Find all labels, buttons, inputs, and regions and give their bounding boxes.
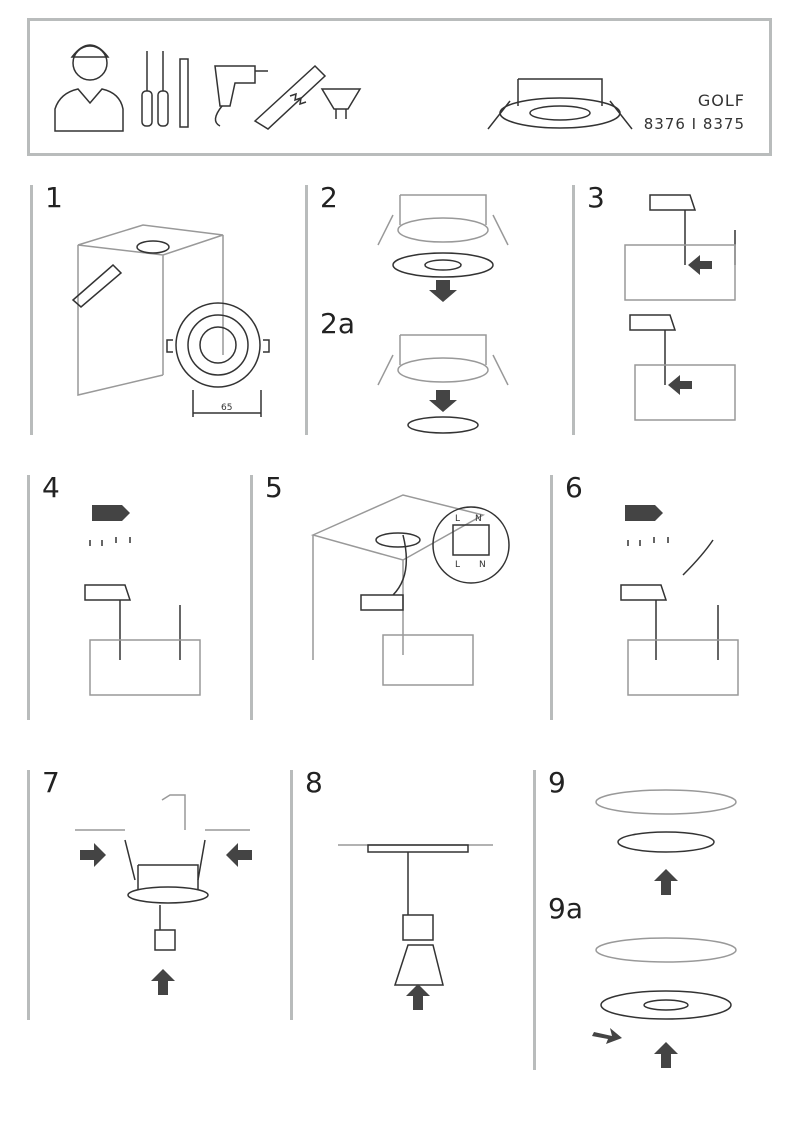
dimension-label: 65 [221, 403, 232, 413]
product-codes: 8376 I 8375 [643, 115, 745, 133]
step-sub-number: 9a [548, 892, 583, 925]
step-number: 6 [565, 471, 583, 504]
saw-icon [71, 263, 123, 308]
header-box: GOLF 8376 I 8375 [27, 18, 772, 156]
arrow-up-icon [151, 969, 175, 995]
step-5-panel: 5 L N L N [250, 471, 538, 720]
svg-text:N: N [475, 514, 482, 524]
drill-icon [214, 65, 268, 127]
step-4-panel: 4 [27, 471, 235, 720]
step-number: 4 [42, 471, 60, 504]
bulb-icon [320, 88, 362, 119]
step-1-panel: 1 65 [30, 181, 288, 435]
arrow-right-icon [80, 843, 106, 867]
svg-text:L: L [455, 560, 460, 570]
arrow-down-icon [429, 280, 457, 302]
tools-icons [54, 44, 633, 132]
step-3-panel: 3 [572, 181, 775, 435]
screwdriver-icon [141, 51, 189, 128]
downlight-icon [487, 78, 633, 130]
svg-text:N: N [479, 560, 486, 570]
step-number: 7 [42, 766, 60, 799]
svg-text:L: L [455, 514, 460, 524]
arrow-left-icon [688, 255, 712, 275]
step-number: 1 [45, 181, 63, 214]
product-title: GOLF [697, 91, 745, 110]
rotate-icon [92, 505, 130, 521]
step-number: 5 [265, 471, 283, 504]
saw-icon [253, 64, 327, 130]
step-2-panel: 2 2a [305, 181, 558, 435]
step-number: 9 [548, 766, 566, 799]
step-7-panel: 7 [27, 766, 275, 1020]
step-number: 2 [320, 181, 338, 214]
step-number: 8 [305, 766, 323, 799]
step-number: 3 [587, 181, 605, 214]
step-6-panel: 6 [550, 471, 773, 720]
step-sub-number: 2a [320, 307, 355, 340]
step-9-panel: 9 9a [533, 766, 771, 1070]
terminal-block-detail [432, 506, 510, 584]
electrician-icon [54, 44, 124, 132]
step-8-panel: 8 [290, 766, 518, 1020]
